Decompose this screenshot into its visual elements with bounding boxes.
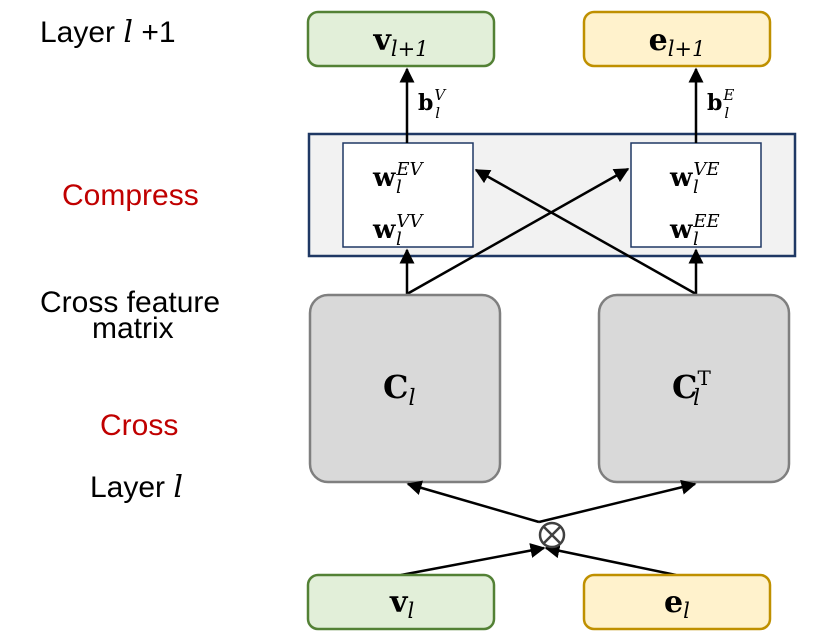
w-ee-label: wEE — [669, 211, 720, 245]
c-matrix-label: Cl — [383, 368, 416, 411]
w-ev-sub: l — [396, 177, 402, 198]
w-left-box — [342, 142, 474, 248]
e-current-box — [582, 573, 772, 631]
e-next-label: el+1 — [649, 23, 706, 61]
label-cross: Cross — [100, 409, 178, 442]
label-cross-feature-line1: Cross feature — [40, 286, 220, 319]
w-ee-sub: l — [693, 229, 699, 250]
label-layer-current: Layer l — [90, 470, 183, 505]
w-ve-label: wVE — [669, 159, 720, 193]
ct-matrix-label: CT — [672, 366, 711, 406]
arrow-ct-to-w-left — [474, 168, 697, 296]
label-layer-next: Layer l +1 — [40, 15, 176, 50]
ct-matrix-sub: l — [693, 386, 700, 411]
arrow-e-to-cross — [544, 543, 677, 577]
w-ev-label: wEV — [372, 159, 425, 193]
c-matrix-box — [308, 293, 502, 484]
arrow-cross-to-c — [406, 480, 540, 524]
v-next-box — [306, 10, 496, 68]
e-next-box — [582, 10, 772, 68]
arrow-v-to-cross — [400, 543, 546, 577]
arrow-cross-to-ct — [538, 479, 697, 524]
e-current-label: el — [664, 585, 690, 623]
arrow-c-to-w-right — [406, 167, 630, 296]
w-vv-sub: l — [396, 229, 402, 250]
v-current-label: vl — [389, 585, 414, 623]
label-compress: Compress — [62, 179, 199, 212]
w-vv-label: wVV — [372, 211, 424, 245]
w-right-box — [630, 142, 762, 248]
w-ve-sub: l — [693, 177, 699, 198]
v-next-label: vl+1 — [372, 23, 428, 61]
cross-product-icon — [538, 521, 566, 549]
label-cross-feature-line2: matrix — [92, 312, 174, 345]
v-current-box — [306, 573, 496, 631]
